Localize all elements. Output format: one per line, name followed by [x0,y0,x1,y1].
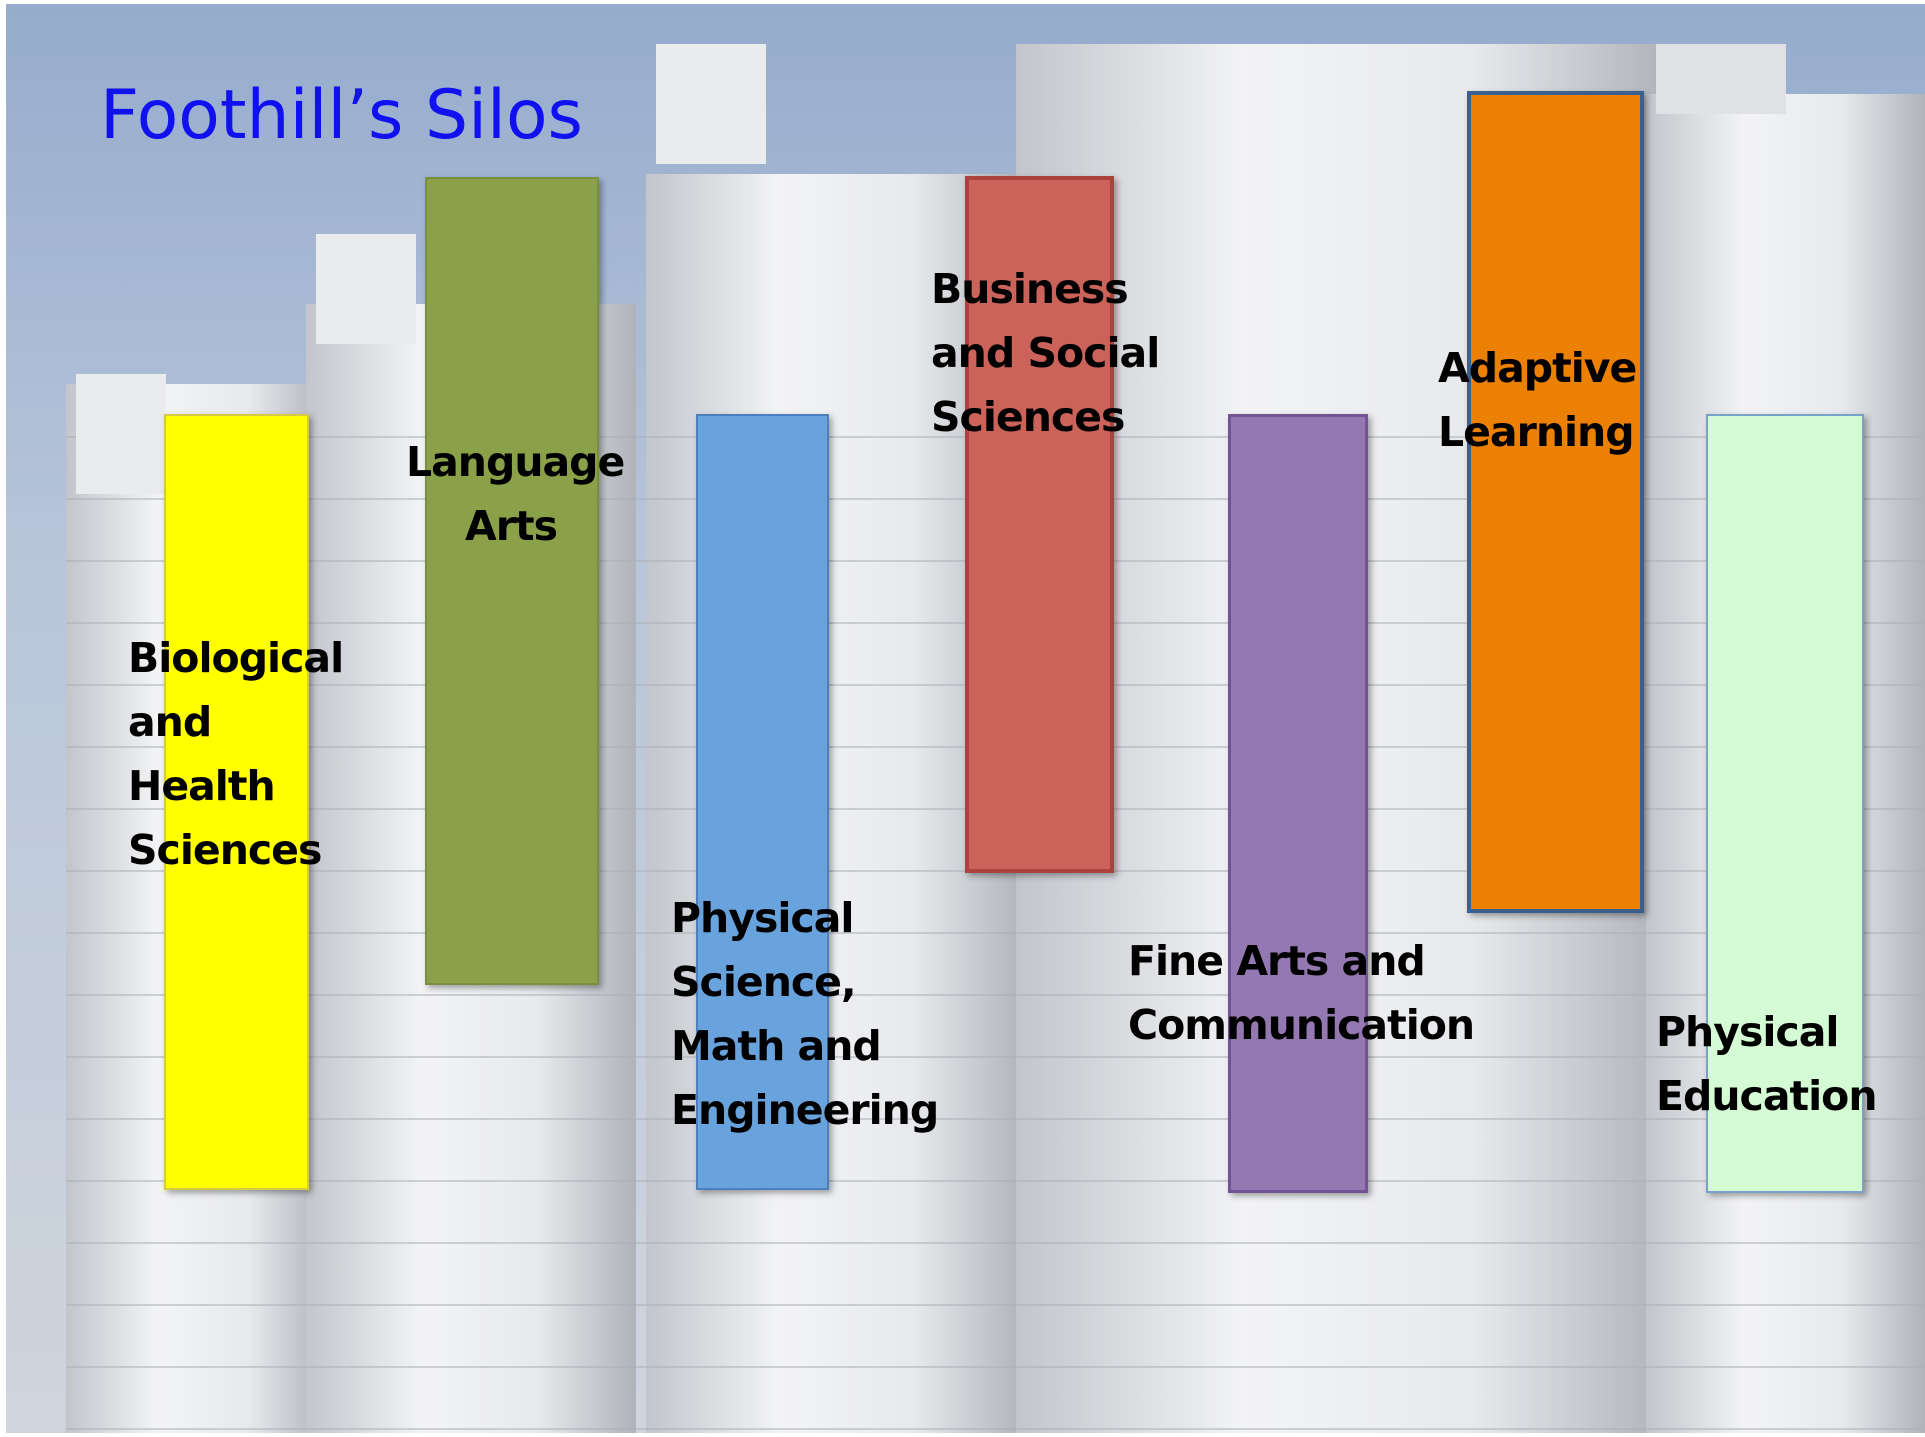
silo-label-language-arts: Language Arts [406,438,625,550]
silo-label-adaptive-learning: Adaptive Learning [1438,344,1637,456]
slide-title: Foothill’s Silos [100,76,583,155]
silo-bar-business [965,176,1114,873]
silo-label-biological: Biological and Health Sciences [128,634,344,874]
slide: Foothill’s Silos Biological and Health S… [6,4,1925,1433]
silo-bar-adaptive-learning [1467,91,1644,913]
silo-label-physical-science: Physical Science, Math and Engineering [671,894,939,1134]
silo-label-fine-arts: Fine Arts and Communication [1128,937,1475,1049]
silo-label-business: Business and Social Sciences [931,265,1160,441]
silo-bar-fine-arts [1228,414,1368,1193]
silo-label-physical-education: Physical Education [1656,1008,1878,1120]
silo-bar-biological [164,414,309,1190]
silo-bar-language-arts [425,177,599,985]
silo-bar-physical-education [1706,414,1864,1193]
silo-bar-physical-science [696,414,829,1190]
